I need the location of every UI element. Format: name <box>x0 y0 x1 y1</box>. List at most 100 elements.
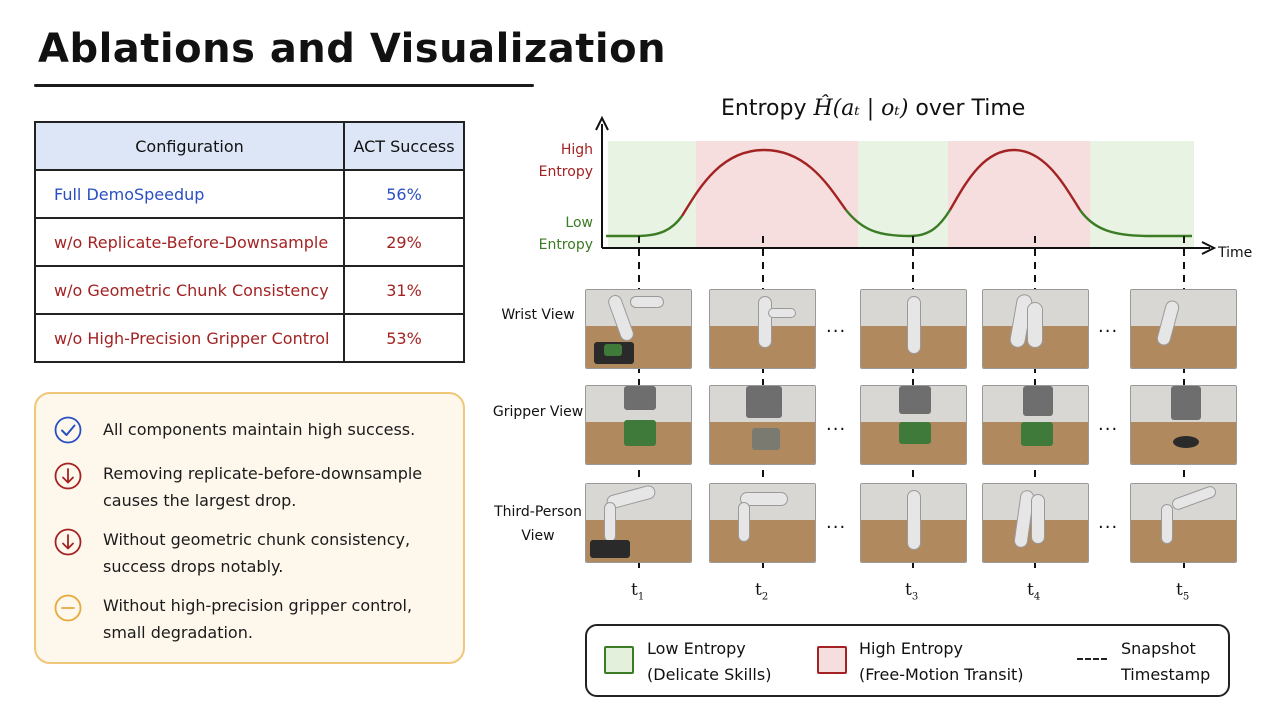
snapshot-frame-gripper-t2 <box>709 385 816 465</box>
x-label-time: Time <box>1218 245 1253 261</box>
table-row-ablation: w/o Replicate-Before-Downsample 29% <box>34 217 465 267</box>
column-header-act-success: ACT Success <box>343 121 465 171</box>
table-row-ablation: w/o Geometric Chunk Consistency 31% <box>34 265 465 315</box>
robot-arm <box>1161 504 1173 544</box>
y-label-low-entropy: Low Entropy <box>538 215 593 253</box>
gripper <box>624 386 656 410</box>
frame-table <box>710 519 815 562</box>
finding-text: Without geometric chunk consistency, suc… <box>103 530 411 576</box>
legend-swatch-low-entropy <box>604 646 634 674</box>
low-entropy-band <box>858 141 948 249</box>
chart-title: Entropy Ĥ(aₜ | oₜ) over Time <box>721 96 1025 121</box>
finding-item: Without high-precision gripper control, … <box>54 592 433 646</box>
success-cell: 53% <box>343 313 465 363</box>
robot-arm <box>907 490 921 550</box>
legend: Low Entropy (Delicate Skills) High Entro… <box>585 624 1230 697</box>
frame-background <box>1131 290 1236 326</box>
snapshot-frame-third-person-t1 <box>585 483 692 563</box>
timestamp-t3: t3 <box>905 580 919 603</box>
minus-circle-icon <box>54 594 82 622</box>
entropy-curve-low-segment <box>1079 209 1192 238</box>
x-axis-arrow <box>1201 241 1217 255</box>
green-block <box>1021 422 1053 446</box>
legend-high-entropy: High Entropy (Free-Motion Transit) <box>859 636 1024 688</box>
table-row-full-demospeedup: Full DemoSpeedup 56% <box>34 169 465 219</box>
snapshot-frame-wrist-t2 <box>709 289 816 369</box>
snapshot-frame-wrist-t3 <box>860 289 967 369</box>
check-circle-icon <box>54 416 82 444</box>
finding-item: All components maintain high success. <box>54 416 433 444</box>
snapshot-frame-gripper-t5 <box>1130 385 1237 465</box>
y-label-high-entropy: High Entropy <box>538 142 593 180</box>
y-axis-arrow <box>595 115 609 131</box>
findings-box: All components maintain high success. Re… <box>34 392 465 664</box>
finding-item: Without geometric chunk consistency, suc… <box>54 526 433 580</box>
green-block <box>899 422 931 444</box>
finding-text: Without high-precision gripper control, … <box>103 596 413 642</box>
snapshot-frame-wrist-t5 <box>1130 289 1237 369</box>
frame-table <box>1131 519 1236 562</box>
snapshot-frame-wrist-t1 <box>585 289 692 369</box>
timestamp-t2: t2 <box>755 580 769 603</box>
legend-low-entropy: Low Entropy (Delicate Skills) <box>647 636 771 688</box>
down-arrow-circle-icon <box>54 528 82 556</box>
gripper <box>1171 386 1201 420</box>
table-row-ablation: w/o High-Precision Gripper Control 53% <box>34 313 465 363</box>
column-header-configuration: Configuration <box>34 121 345 171</box>
snapshot-frame-wrist-t4 <box>982 289 1089 369</box>
high-entropy-band <box>948 141 1090 249</box>
entropy-curve-low-segment <box>845 209 952 238</box>
down-arrow-circle-icon <box>54 462 82 490</box>
ellipsis: ... <box>1098 512 1119 533</box>
green-block <box>624 420 656 446</box>
hole-object <box>1173 436 1199 448</box>
row-label-third-person-view: Third-Person View <box>494 504 582 544</box>
chart-title-prefix: Entropy <box>721 96 814 121</box>
legend-swatch-high-entropy <box>817 646 847 674</box>
robot-arm <box>1027 302 1043 348</box>
success-cell: 29% <box>343 217 465 267</box>
block-object <box>752 428 780 450</box>
frame-table <box>1131 325 1236 368</box>
legend-snapshot-timestamp: Snapshot Timestamp <box>1121 636 1210 688</box>
ellipsis: ... <box>826 414 847 435</box>
snapshot-frame-third-person-t5 <box>1130 483 1237 563</box>
legend-high-title: High Entropy <box>859 639 964 658</box>
entropy-curve-high-segment <box>948 148 1082 211</box>
chart-title-math: Ĥ(aₜ | oₜ) <box>813 96 909 121</box>
gripper <box>1023 386 1053 416</box>
legend-low-subtitle: (Delicate Skills) <box>647 665 772 684</box>
config-cell: w/o Replicate-Before-Downsample <box>34 217 345 267</box>
ellipsis: ... <box>1098 414 1119 435</box>
entropy-curve-low-segment <box>606 215 683 238</box>
snapshot-frame-third-person-t3 <box>860 483 967 563</box>
gripper <box>746 386 782 418</box>
finding-text: Removing replicate-before-downsample cau… <box>103 464 423 510</box>
ablation-table: Configuration ACT Success Full DemoSpeed… <box>34 121 465 363</box>
legend-snapshot-subtitle: Timestamp <box>1121 665 1211 684</box>
ellipsis: ... <box>1098 316 1119 337</box>
snapshot-frame-third-person-t4 <box>982 483 1089 563</box>
high-entropy-band <box>696 141 858 249</box>
row-label-wrist-view: Wrist View <box>501 307 575 323</box>
legend-snapshot-title: Snapshot <box>1121 639 1196 658</box>
robot-arm <box>907 296 921 354</box>
success-cell: 31% <box>343 265 465 315</box>
ellipsis: ... <box>826 316 847 337</box>
entropy-curve-high-segment <box>680 148 847 217</box>
config-cell: w/o High-Precision Gripper Control <box>34 313 345 363</box>
snapshot-frame-third-person-t2 <box>709 483 816 563</box>
page-title: Ablations and Visualization <box>38 26 667 72</box>
success-cell: 56% <box>343 169 465 219</box>
legend-low-title: Low Entropy <box>647 639 746 658</box>
legend-dashed-line <box>1077 658 1107 660</box>
snapshot-frame-gripper-t3 <box>860 385 967 465</box>
config-cell: Full DemoSpeedup <box>34 169 345 219</box>
robot-arm <box>758 296 772 348</box>
gripper <box>899 386 931 414</box>
low-entropy-band <box>1090 141 1194 249</box>
robot-arm <box>738 502 750 542</box>
timestamp-t4: t4 <box>1027 580 1041 603</box>
robot-arm <box>1031 494 1045 544</box>
low-entropy-band <box>608 141 696 249</box>
